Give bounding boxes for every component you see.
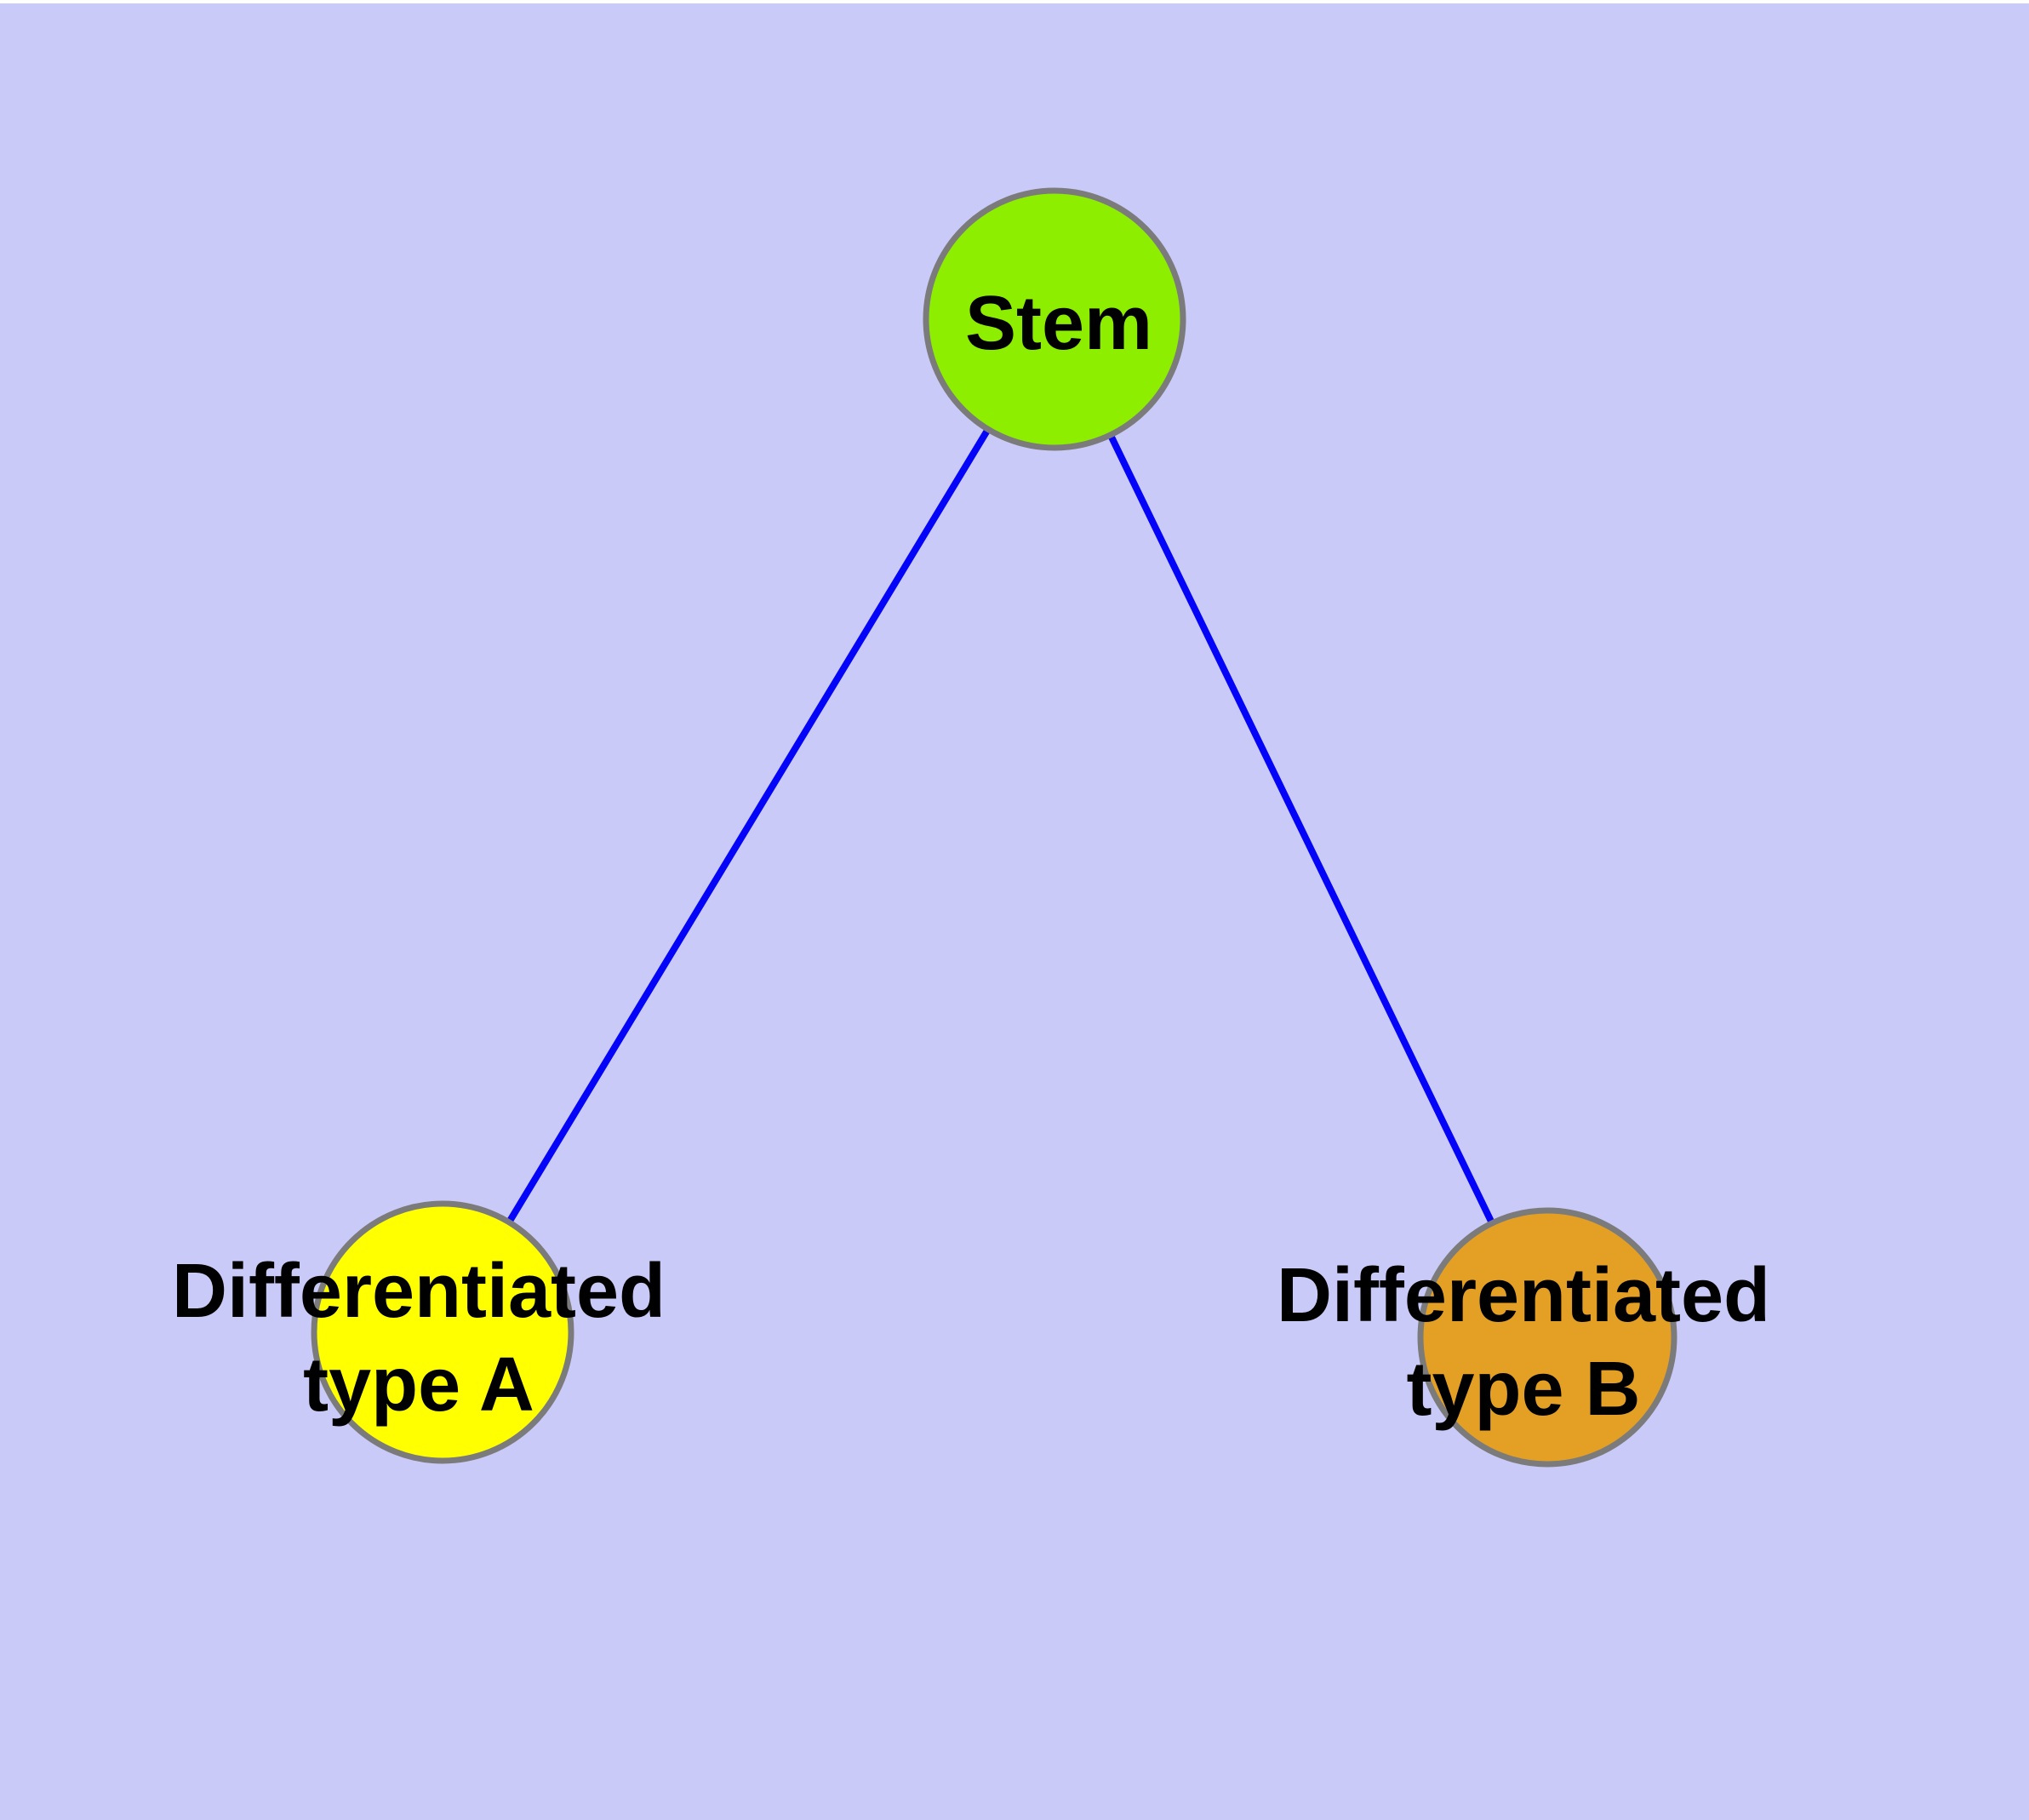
edge-stem-to-type-b xyxy=(1051,318,1551,1339)
node-type-a-label-line1: Differentiated xyxy=(172,1249,666,1334)
node-type-b-label-line1: Differentiated xyxy=(1277,1253,1770,1338)
node-stem xyxy=(923,187,1186,451)
node-stem-label: Stem xyxy=(965,281,1152,366)
page-top-edge xyxy=(0,0,2029,3)
edge-stem-to-type-a xyxy=(439,317,1058,1335)
node-differentiated-type-b xyxy=(1417,1207,1677,1468)
node-type-a-label-line2: type A xyxy=(303,1342,534,1428)
node-differentiated-type-a xyxy=(311,1200,574,1464)
node-type-b-label-line2: type B xyxy=(1406,1347,1640,1432)
